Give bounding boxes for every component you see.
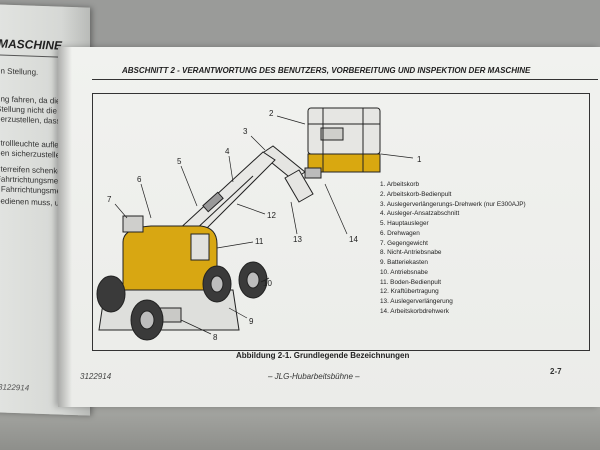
figure-caption: Abbildung 2-1. Grundlegende Bezeichnunge… [236, 351, 410, 360]
legend-item: 1. Arbeitskorb [380, 181, 420, 188]
previous-page-line: bedienen muss, un [0, 196, 64, 208]
header-rule [92, 79, 598, 80]
callout-6: 6 [137, 175, 142, 184]
manual-page: ABSCHNITT 2 - VERANTWORTUNG DES BENUTZER… [58, 47, 600, 407]
callout-8: 8 [213, 333, 218, 342]
callout-10: 10 [263, 279, 272, 288]
jib-drawing [260, 145, 322, 203]
callout-14: 14 [349, 235, 358, 244]
previous-page-line: r Fahrrichtungsme [0, 184, 61, 196]
callout-3: 3 [243, 127, 248, 136]
legend-item: 10. Antriebsnabe [380, 268, 428, 276]
page-gutter-shadow [58, 47, 72, 407]
legend-item: 11. Boden-Bedienpult [380, 278, 441, 286]
legend-item: 4. Ausleger-Ansatzabschnitt [380, 210, 460, 218]
boom-lift-diagram: 1 2 3 4 5 6 7 8 9 10 11 12 13 14 [96, 107, 422, 342]
platform-basket-drawing [307, 107, 381, 173]
legend-item: 8. Nicht-Antriebsnabe [380, 249, 442, 257]
parts-legend: 1. Arbeitskorb 2. Arbeitskorb-Bedienpult… [380, 180, 526, 317]
legend-item: 13. Auslegerverlängerung [380, 298, 453, 305]
document-number: 3122914 [80, 372, 112, 381]
callout-12: 12 [267, 211, 276, 220]
callout-13: 13 [293, 235, 302, 244]
figure-frame: 1 2 3 4 5 6 7 8 9 10 11 12 13 14 [92, 93, 590, 351]
previous-page-line: hen sicherzustellen [0, 148, 65, 160]
legend-item: 3. Auslegerverlängerungs-Drehwerk (nur E… [380, 200, 526, 208]
callout-leader-lines [114, 115, 414, 335]
wheels-drawing [96, 261, 268, 341]
legend-item: 7. Gegengewicht [380, 239, 428, 247]
section-header: ABSCHNITT 2 - VERANTWORTUNG DES BENUTZER… [122, 66, 531, 75]
legend-item: 12. Kraftübertragung [380, 288, 439, 296]
callout-1: 1 [417, 155, 422, 164]
page-footer: – JLG-Hubarbeitsbühne – [268, 372, 360, 381]
previous-page-line: en Stellung. [0, 66, 39, 77]
previous-page-number: 3122914 [0, 382, 30, 393]
callout-9: 9 [249, 317, 254, 326]
callout-5: 5 [177, 157, 182, 166]
callout-2: 2 [269, 109, 274, 118]
legend-item: 2. Arbeitskorb-Bedienpult [380, 190, 452, 198]
legend-item: 5. Hauptausleger [380, 220, 429, 227]
previous-page-title: MASCHINE [0, 36, 63, 53]
callout-11: 11 [255, 237, 264, 246]
callout-4: 4 [225, 147, 230, 156]
legend-item: 6. Drehwagen [380, 229, 420, 237]
turntable-drawing [98, 215, 240, 331]
legend-item: 9. Batteriekasten [380, 259, 428, 266]
page-reference: 2-7 [550, 367, 562, 376]
legend-item: 14. Arbeitskorbdrehwerk [380, 307, 449, 315]
table-surface [0, 400, 600, 450]
callout-7: 7 [107, 195, 112, 204]
